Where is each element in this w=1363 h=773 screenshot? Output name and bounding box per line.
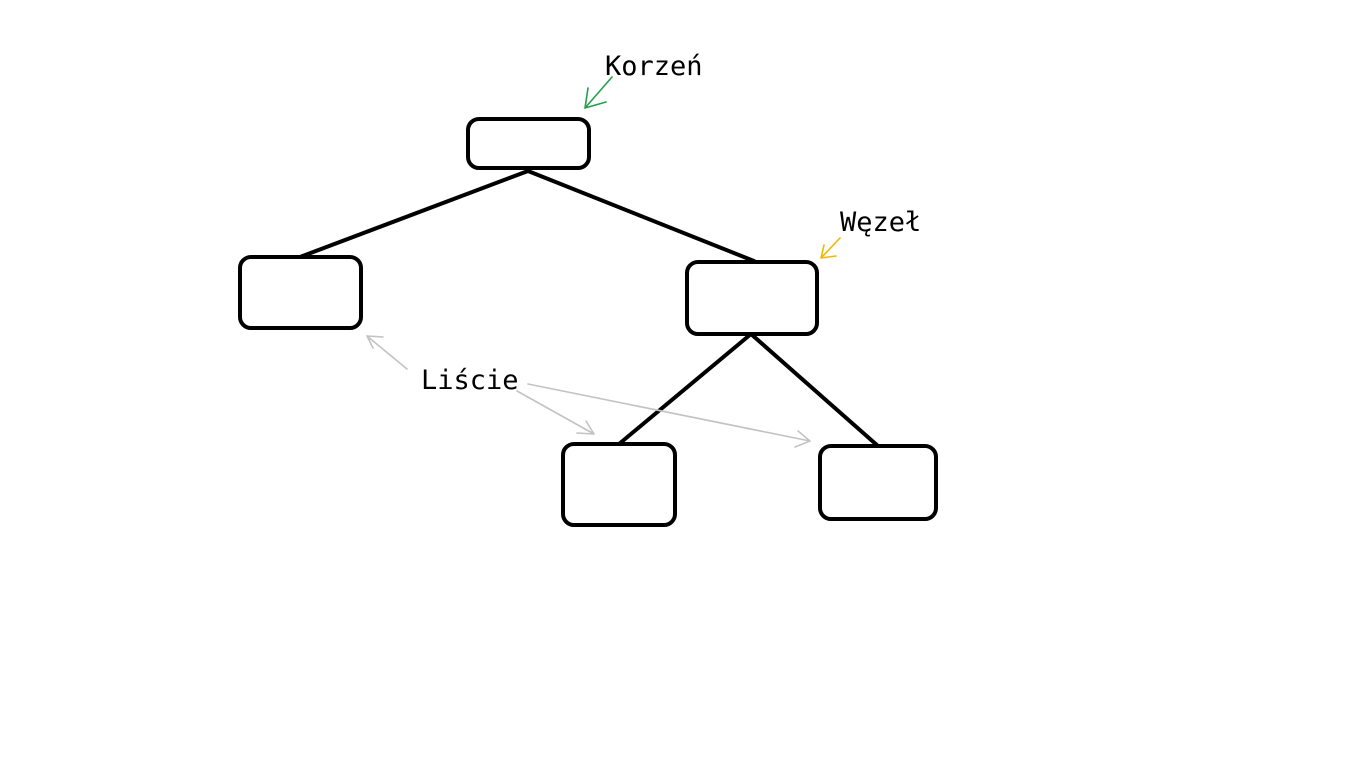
edge-right-leaf-right [749,332,880,448]
node-label: Węzeł [840,207,921,238]
leaves-arrow-icon [366,335,811,448]
edge-root-left [298,169,530,259]
bottom-left-leaf-node [561,442,677,527]
node-arrow-icon [820,237,841,259]
left-leaf-node [238,255,363,330]
root-node [466,117,591,170]
root-label: Korzeń [605,51,703,82]
root-arrow-icon [584,76,613,109]
internal-node [685,260,819,336]
leaves-label: Liście [421,365,519,396]
bottom-right-leaf-node [818,444,938,521]
edge-root-right [526,169,756,263]
edge-right-leaf-left [617,332,753,446]
